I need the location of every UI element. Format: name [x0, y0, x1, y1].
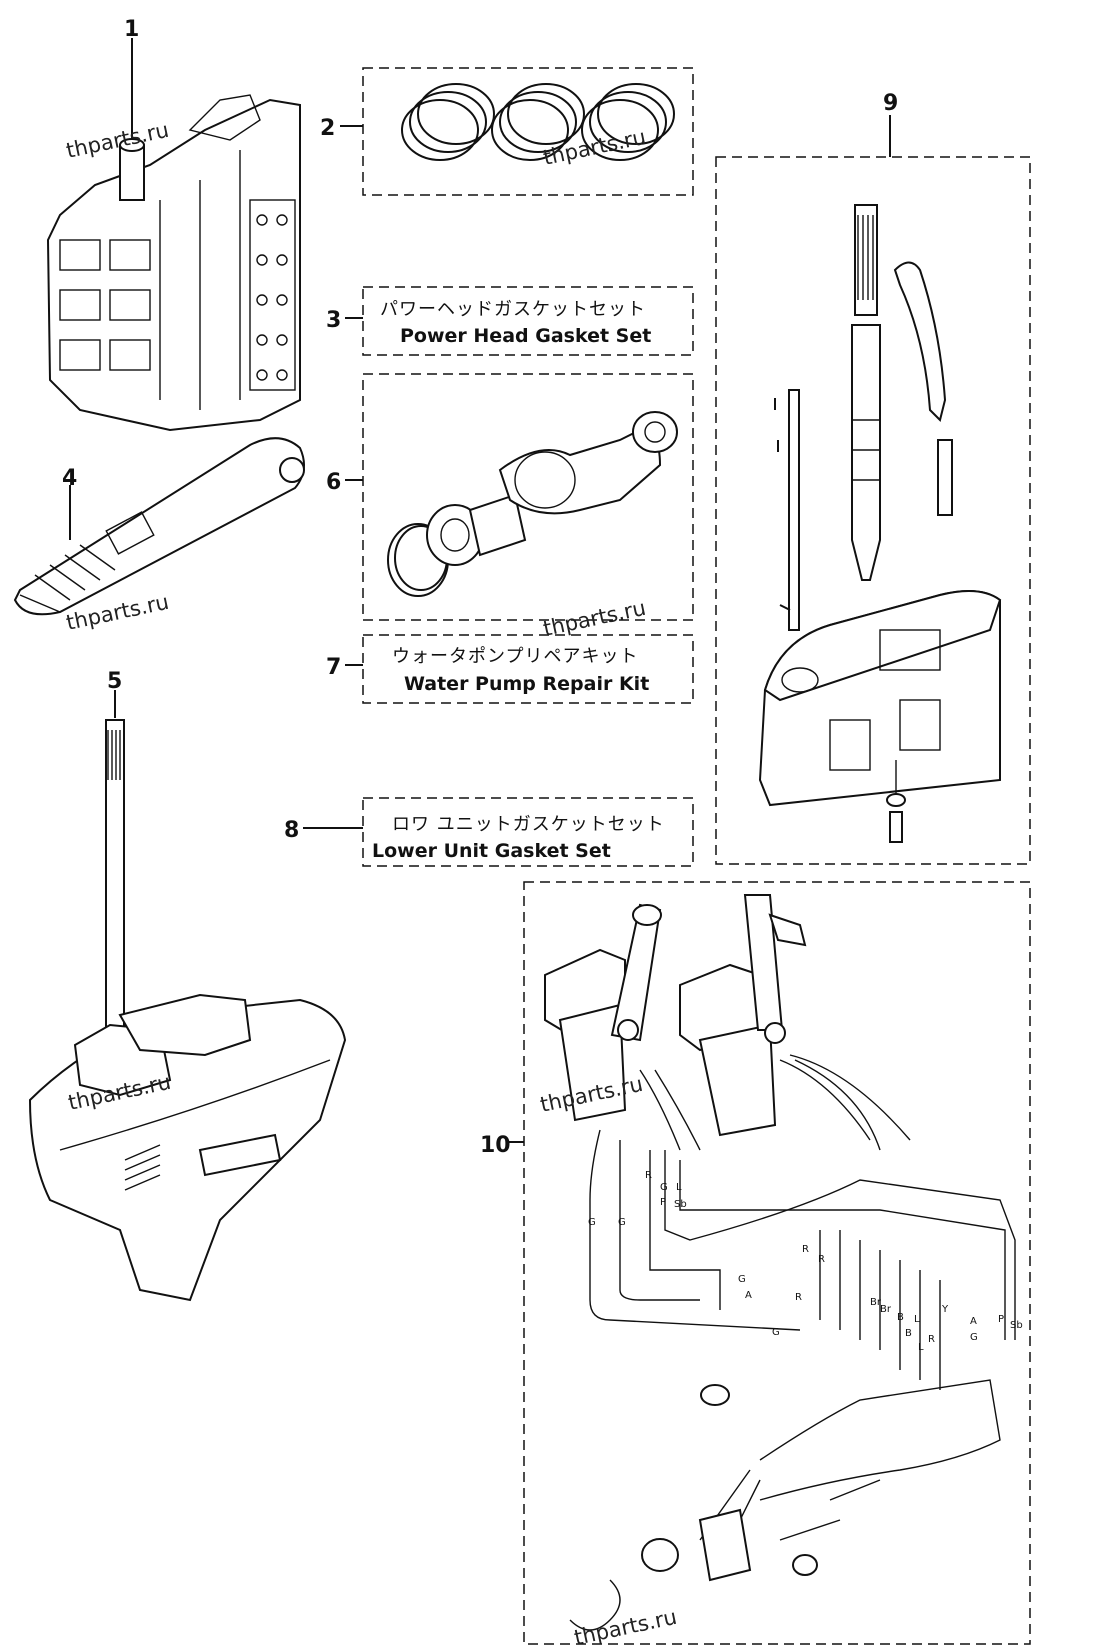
- remote-control-drawing: [508, 881, 1031, 1645]
- piston-rings-drawing: [340, 67, 694, 196]
- wire-label: B: [897, 1312, 904, 1323]
- watermark: thparts.ru: [64, 118, 171, 163]
- wire-label: G: [970, 1332, 978, 1343]
- lower-unit-gasket-set-label-jp: ロワ ユニットガスケットセット: [392, 814, 665, 835]
- wire-label: R: [818, 1254, 825, 1265]
- wire-label: L: [918, 1342, 924, 1353]
- power-head-gasket-set-label-en: Power Head Gasket Set: [400, 325, 651, 347]
- wire-label: L: [676, 1182, 682, 1193]
- wire-label: Sb: [674, 1199, 687, 1210]
- callout-2: 2: [320, 116, 335, 141]
- wire-label: B: [905, 1328, 912, 1339]
- wire-label: P: [998, 1314, 1004, 1325]
- wire-label: Br: [880, 1304, 892, 1315]
- wire-label: A: [970, 1316, 977, 1327]
- water-pump-repair-kit-box: [362, 634, 694, 704]
- drive-shaft-housing-drawing: [13, 437, 305, 616]
- wire-label: A: [745, 1290, 752, 1301]
- wire-label: G: [738, 1274, 746, 1285]
- watermark: thparts.ru: [541, 125, 648, 170]
- wire-label: R: [645, 1170, 652, 1181]
- water-pump-drawing: [345, 373, 694, 621]
- power-head-gasket-set-label-jp: パワーヘッドガスケットセット: [380, 299, 646, 320]
- callout-6: 6: [326, 470, 341, 495]
- wire-label: R: [928, 1334, 935, 1345]
- wire-label: G: [660, 1182, 668, 1193]
- callout-10: 10: [480, 1133, 511, 1158]
- power-head-drawing: [46, 38, 301, 432]
- wire-label: G: [618, 1217, 626, 1228]
- wire-label: P: [660, 1197, 666, 1208]
- wire-label: G: [588, 1217, 596, 1228]
- wire-label: G: [772, 1327, 780, 1338]
- upper-casing-drawing: [715, 115, 1031, 865]
- callout-1: 1: [124, 17, 139, 42]
- callout-5: 5: [107, 669, 122, 694]
- power-head-gasket-set-box: [362, 286, 694, 356]
- wire-label: Y: [941, 1304, 949, 1315]
- watermark: thparts.ru: [541, 596, 648, 641]
- callout-8: 8: [284, 818, 299, 843]
- callout-9: 9: [883, 91, 898, 116]
- callout-7: 7: [326, 655, 341, 680]
- wire-label: R: [795, 1292, 802, 1303]
- wire-label: R: [802, 1244, 809, 1255]
- watermark: thparts.ru: [572, 1605, 679, 1650]
- callout-4: 4: [62, 466, 77, 491]
- wire-label: L: [914, 1314, 920, 1325]
- wire-labels: G G R G P L Sb G A R R G R Br Br B B L Y…: [588, 1170, 1023, 1353]
- lower-unit-gasket-set-box: [362, 797, 694, 867]
- callout-3: 3: [326, 308, 341, 333]
- wire-label: Br: [870, 1297, 882, 1308]
- water-pump-repair-kit-label-jp: ウォータポンプリペアキット: [392, 646, 638, 667]
- water-pump-repair-kit-label-en: Water Pump Repair Kit: [404, 673, 649, 695]
- lower-unit-gasket-set-label-en: Lower Unit Gasket Set: [372, 840, 611, 862]
- lower-unit-drawing: [28, 690, 347, 1302]
- wire-label: Sb: [1010, 1320, 1023, 1331]
